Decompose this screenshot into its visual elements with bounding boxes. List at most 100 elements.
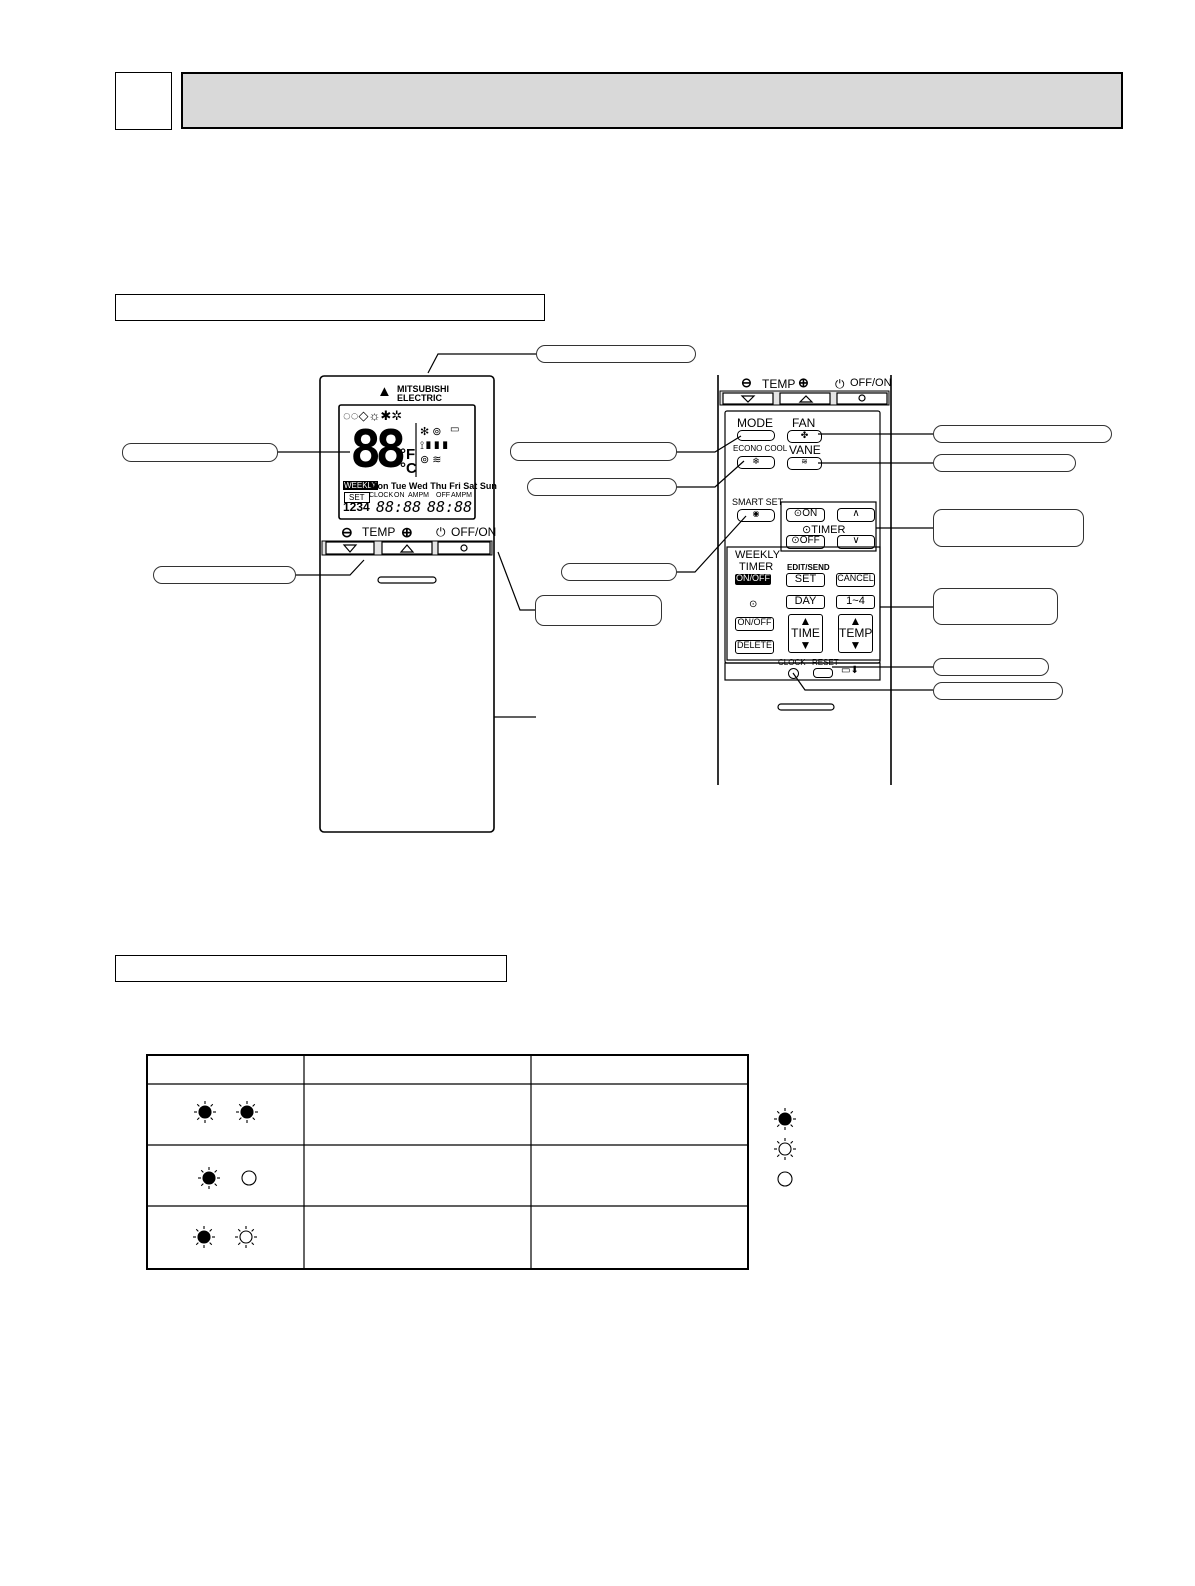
callout-reset — [933, 658, 1049, 676]
led-row3-right-blink-icon — [235, 1226, 257, 1248]
on-label: ON — [394, 492, 405, 499]
onoff-button[interactable]: ON/OFF — [735, 617, 774, 631]
clock-button[interactable] — [788, 668, 799, 679]
callout-temp-buttons — [153, 566, 296, 584]
led-row1-right-lit-icon — [236, 1101, 258, 1123]
callout-timer — [933, 509, 1084, 547]
subsection-heading-indicators — [115, 955, 507, 982]
section-title-bar — [181, 72, 1123, 129]
day-fri: Fri — [449, 481, 461, 491]
panel-plus-icon: ⊕ — [798, 375, 809, 390]
led-row1-left-lit-icon — [194, 1101, 216, 1123]
mode-icons: ◌◌◇☼✱✲ — [343, 408, 403, 423]
power-icon: ⏻ — [436, 525, 446, 539]
mode-button[interactable] — [737, 430, 775, 441]
vane-button[interactable]: ≋ — [787, 457, 822, 470]
brand-line-1: MITSUBISHI — [397, 384, 450, 394]
reset-label: RESET — [812, 658, 839, 667]
set-badge: SET — [344, 492, 370, 503]
weekly-badge: WEEKLY — [343, 481, 378, 490]
cancel-button[interactable]: CANCEL — [836, 573, 875, 587]
off-label: OFF — [436, 492, 450, 499]
temp-button[interactable]: ▲TEMP▼ — [838, 614, 873, 653]
callout-offon-button — [535, 595, 662, 626]
day-mon: Mon — [370, 481, 389, 491]
program-numbers: 1234 — [343, 500, 370, 514]
subsection-heading-remote — [115, 294, 545, 321]
ampm-label-1: AMPM — [408, 492, 429, 499]
panel-minus-icon: ⊖ — [741, 375, 752, 390]
edit-send-label: EDIT/SEND — [787, 563, 830, 572]
vane-label: VANE — [789, 443, 821, 457]
panel-temp-label: TEMP — [762, 377, 796, 391]
battery-icon-panel: ▭⬇ — [841, 665, 859, 676]
section-number-box — [115, 72, 172, 130]
minus-icon: ⊖ — [341, 524, 353, 540]
program-range-button[interactable]: 1~4 — [836, 595, 875, 609]
callout-clock — [933, 682, 1063, 700]
led-row2-right-off-icon — [241, 1170, 257, 1186]
fan-vane-icons: ✻ ⊚⟟▮▮▮⊚ ≋ — [420, 426, 450, 466]
smart-set-button[interactable]: ◉ — [737, 509, 775, 522]
smart-set-label: SMART SET — [732, 497, 784, 507]
time-left: 88:88 — [376, 498, 422, 516]
callout-remote-top — [536, 345, 696, 363]
delete-button[interactable]: DELETE — [735, 640, 774, 654]
callout-smart-set — [561, 563, 677, 581]
unit-c: °C — [400, 460, 417, 477]
brand-line-2: ELECTRIC — [397, 393, 442, 403]
callout-fan — [933, 425, 1112, 443]
day-tue: Tue — [391, 481, 407, 491]
econo-cool-button[interactable]: ❄ — [737, 456, 775, 469]
day-sun: Sun — [479, 481, 497, 491]
clock-small-icon: ⊙ — [749, 599, 758, 610]
legend-blink-icon — [774, 1138, 796, 1160]
day-wed: Wed — [408, 481, 428, 491]
callout-weekly — [933, 588, 1058, 625]
clock-label-panel: CLOCK — [778, 658, 806, 667]
time-button-label: TIME — [791, 626, 820, 640]
day-thu: Thu — [430, 481, 447, 491]
timer-up-button[interactable]: ∧ — [837, 508, 875, 522]
led-symbols — [193, 1101, 796, 1248]
led-row2-left-lit-icon — [198, 1167, 220, 1189]
fan-button[interactable]: ✤ — [787, 430, 822, 443]
legend-off-icon — [777, 1171, 793, 1187]
mode-label: MODE — [737, 416, 773, 430]
day-button[interactable]: DAY — [786, 595, 825, 609]
set-button[interactable]: SET — [786, 573, 825, 587]
display-digits: 88 — [350, 420, 407, 480]
mitsubishi-logo-icon: ▲ — [377, 383, 392, 400]
callout-vane — [933, 454, 1076, 472]
timer-down-button[interactable]: ∨ — [837, 535, 875, 549]
callout-display — [122, 443, 278, 462]
callout-mode — [510, 442, 677, 461]
callout-econo — [527, 478, 677, 496]
timer-on-button[interactable]: ⊙ON — [786, 508, 825, 522]
temp-button-label: TEMP — [839, 626, 873, 640]
plus-icon: ⊕ — [401, 524, 413, 540]
unit-f: °F — [400, 446, 416, 463]
panel-offon-label: OFF/ON — [850, 377, 892, 389]
timer-on-label: ON — [802, 508, 818, 519]
led-row3-left-lit-icon — [193, 1226, 215, 1248]
battery-icon: ▭ — [450, 424, 460, 435]
time-right: 88:88 — [427, 498, 473, 516]
weekly-timer-label: TIMER — [739, 561, 774, 573]
timer-label-text: TIMER — [811, 524, 846, 536]
panel-power-icon: ⏻ — [835, 377, 845, 391]
reset-button[interactable] — [813, 668, 833, 678]
clock-label: CLOCK — [369, 492, 394, 499]
time-button[interactable]: ▲TIME▼ — [788, 614, 823, 653]
weekly-onoff-button[interactable]: ON/OFF — [735, 573, 771, 585]
day-sat: Sat — [463, 481, 478, 491]
timer-off-label: OFF — [799, 535, 820, 546]
fan-label: FAN — [792, 416, 816, 430]
timer-off-button[interactable]: ⊙OFF — [786, 535, 825, 549]
timer-label: ⊙TIMER — [802, 524, 846, 536]
remote-temp-label: TEMP — [362, 525, 396, 539]
day-list: Mon Tue Wed Thu Fri Sat Sun — [370, 481, 497, 491]
legend-lit-icon — [774, 1108, 796, 1130]
ampm-label-2: AMPM — [451, 492, 472, 499]
